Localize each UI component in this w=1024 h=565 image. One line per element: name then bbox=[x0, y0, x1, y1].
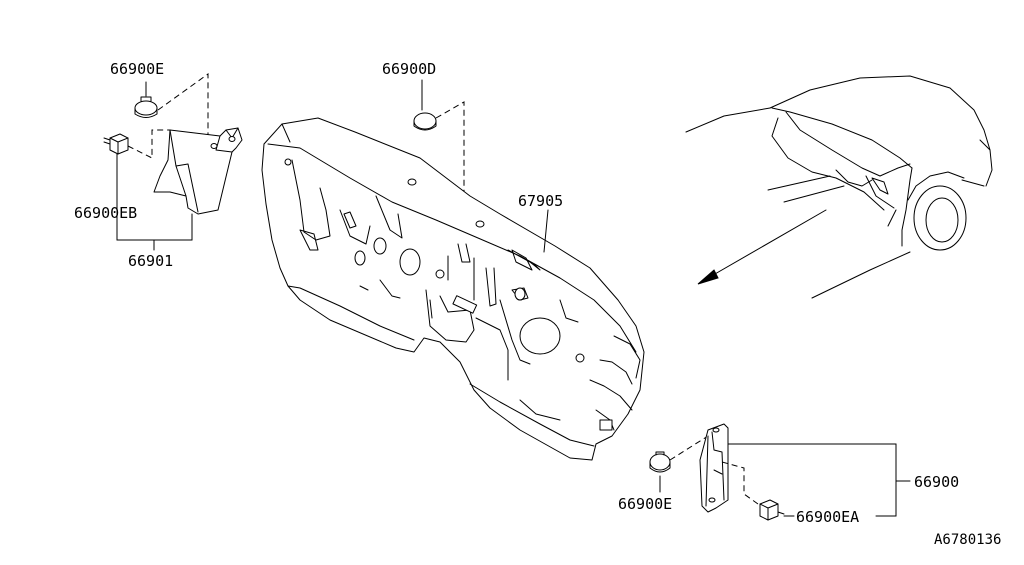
clip-66900e-lower-drawing bbox=[650, 452, 670, 472]
label-66900eb: 66900EB bbox=[74, 204, 138, 222]
clip-66900e-upper-drawing bbox=[135, 97, 157, 118]
label-66900e-lower: 66900E bbox=[618, 495, 673, 513]
dash-insulator-67905-drawing bbox=[262, 118, 644, 460]
panel-66900-drawing bbox=[700, 424, 728, 512]
left-side-trim-panel-group bbox=[104, 74, 242, 250]
clip-66900eb-drawing bbox=[104, 134, 128, 154]
vehicle-location-sketch bbox=[686, 76, 992, 298]
panel-66901-drawing bbox=[154, 128, 242, 214]
label-66900: 66900 bbox=[914, 473, 960, 491]
right-side-trim-panel-group bbox=[650, 424, 910, 520]
label-67905: 67905 bbox=[518, 192, 564, 210]
label-66901: 66901 bbox=[128, 252, 174, 270]
label-66900ea: 66900EA bbox=[796, 508, 860, 526]
diagram-reference-code: A6780136 bbox=[934, 532, 1002, 548]
clip-66900d-group bbox=[414, 80, 464, 230]
clip-66900ea-drawing bbox=[760, 500, 784, 520]
label-66900e-upper: 66900E bbox=[110, 60, 165, 78]
label-66900d: 66900D bbox=[382, 60, 437, 78]
